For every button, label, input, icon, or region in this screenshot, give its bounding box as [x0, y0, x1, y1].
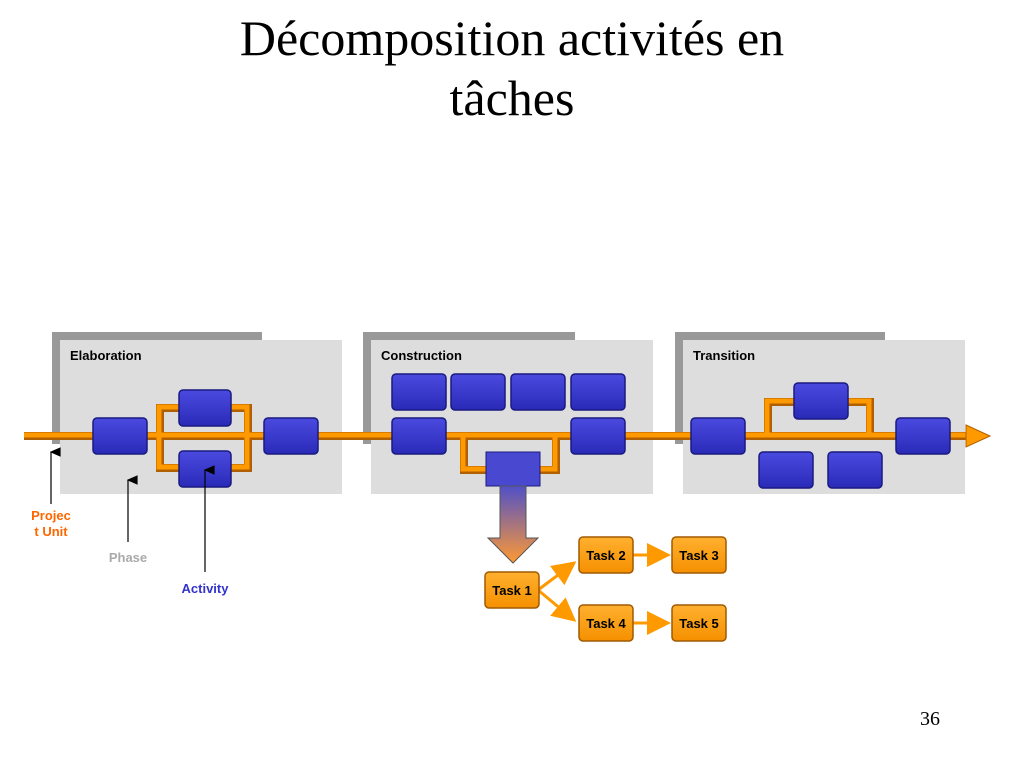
legend-activity: Activity	[165, 581, 245, 597]
task-2-label: Task 2	[586, 548, 626, 563]
task-4-label: Task 4	[586, 616, 626, 631]
activity-box	[391, 417, 447, 455]
legend-activity-text: Activity	[181, 581, 229, 596]
phase-elaboration: Elaboration	[52, 332, 342, 494]
activity-box	[690, 417, 746, 455]
slide-title: Décomposition activités en tâches	[0, 8, 1024, 128]
title-line-1: Décomposition activités en	[239, 10, 785, 66]
legend-phase-text: Phase	[108, 550, 148, 565]
task-2: Task 2	[578, 536, 634, 574]
decomposed-activity	[485, 451, 541, 564]
activity-box	[450, 373, 506, 411]
activity-box	[92, 417, 148, 455]
activity-box	[570, 417, 626, 455]
task-5: Task 5	[671, 604, 727, 642]
phase-label-construction: Construction	[381, 348, 462, 363]
legend-phase: Phase	[93, 550, 163, 566]
decomposition-arrow	[486, 485, 540, 564]
task-1: Task 1	[484, 571, 540, 609]
title-line-2: tâches	[449, 70, 575, 126]
activity-box	[895, 417, 951, 455]
task-3: Task 3	[671, 536, 727, 574]
task-4: Task 4	[578, 604, 634, 642]
task-3-label: Task 3	[679, 548, 719, 563]
activity-box	[510, 373, 566, 411]
legend-project-unit: Project Unit	[16, 508, 86, 540]
activity-box	[178, 389, 232, 427]
activity-box	[570, 373, 626, 411]
task-connectors	[537, 543, 671, 635]
legend-project-unit-text: Project Unit	[31, 508, 71, 539]
activities	[92, 373, 951, 489]
page-number: 36	[920, 708, 940, 730]
task-1-label: Task 1	[492, 583, 532, 598]
legend-pointers	[49, 447, 215, 572]
task-5-label: Task 5	[679, 616, 719, 631]
activity-box	[263, 417, 319, 455]
main-flow-line	[24, 398, 968, 474]
main-flow-arrowhead	[965, 424, 992, 448]
phase-label-elaboration: Elaboration	[70, 348, 142, 363]
activity-box	[391, 373, 447, 411]
activity-box	[827, 451, 883, 489]
phase-label-transition: Transition	[693, 348, 755, 363]
activity-box	[793, 382, 849, 420]
activity-box	[758, 451, 814, 489]
phase-transition: Transition	[675, 332, 965, 494]
